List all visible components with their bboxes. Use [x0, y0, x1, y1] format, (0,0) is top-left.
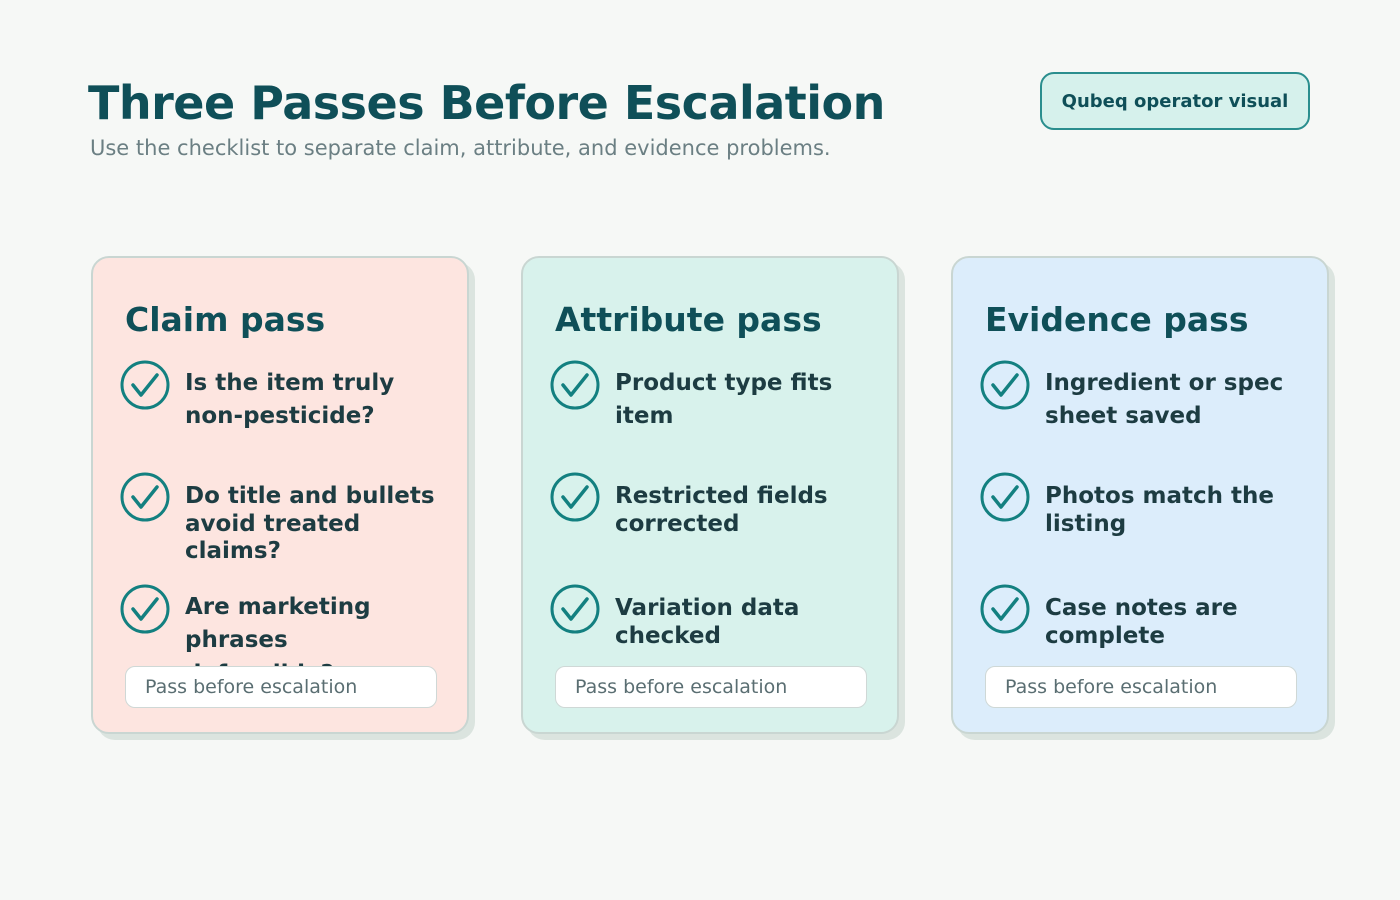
checklist-item: Product type fits item: [615, 370, 833, 430]
check-circle-icon: [120, 360, 170, 410]
check-circle-icon: [980, 584, 1030, 634]
card-title: Attribute pass: [555, 300, 822, 339]
check-circle-icon: [980, 472, 1030, 522]
checklist-item: Variation data checked: [615, 595, 800, 649]
pass-before-escalation-field[interactable]: Pass before escalation: [555, 666, 867, 708]
page-title: Three Passes Before Escalation: [88, 76, 885, 130]
check-circle-icon: [120, 584, 170, 634]
checklist-item: Restricted fields corrected: [615, 483, 828, 537]
pass-before-escalation-field[interactable]: Pass before escalation: [125, 666, 437, 708]
check-circle-icon: [550, 472, 600, 522]
card-title: Claim pass: [125, 300, 326, 339]
attribute-pass-card: Attribute pass Product type fits item Re…: [521, 256, 899, 734]
check-circle-icon: [980, 360, 1030, 410]
operator-visual-badge: Qubeq operator visual: [1040, 72, 1310, 130]
checklist-item: Photos match the listing: [1045, 483, 1274, 537]
check-circle-icon: [550, 584, 600, 634]
check-circle-icon: [120, 472, 170, 522]
checklist-item: Case notes are complete: [1045, 595, 1238, 649]
checklist-item: Is the item truly non-pesticide?: [185, 370, 395, 430]
pass-before-escalation-field[interactable]: Pass before escalation: [985, 666, 1297, 708]
checklist-item: Ingredient or spec sheet saved: [1045, 370, 1284, 430]
page-subtitle: Use the checklist to separate claim, att…: [90, 136, 831, 160]
claim-pass-card: Claim pass Is the item truly non-pestici…: [91, 256, 469, 734]
check-circle-icon: [550, 360, 600, 410]
evidence-pass-card: Evidence pass Ingredient or spec sheet s…: [951, 256, 1329, 734]
checklist-item: Do title and bullets avoid treated claim…: [185, 483, 435, 565]
card-title: Evidence pass: [985, 300, 1249, 339]
